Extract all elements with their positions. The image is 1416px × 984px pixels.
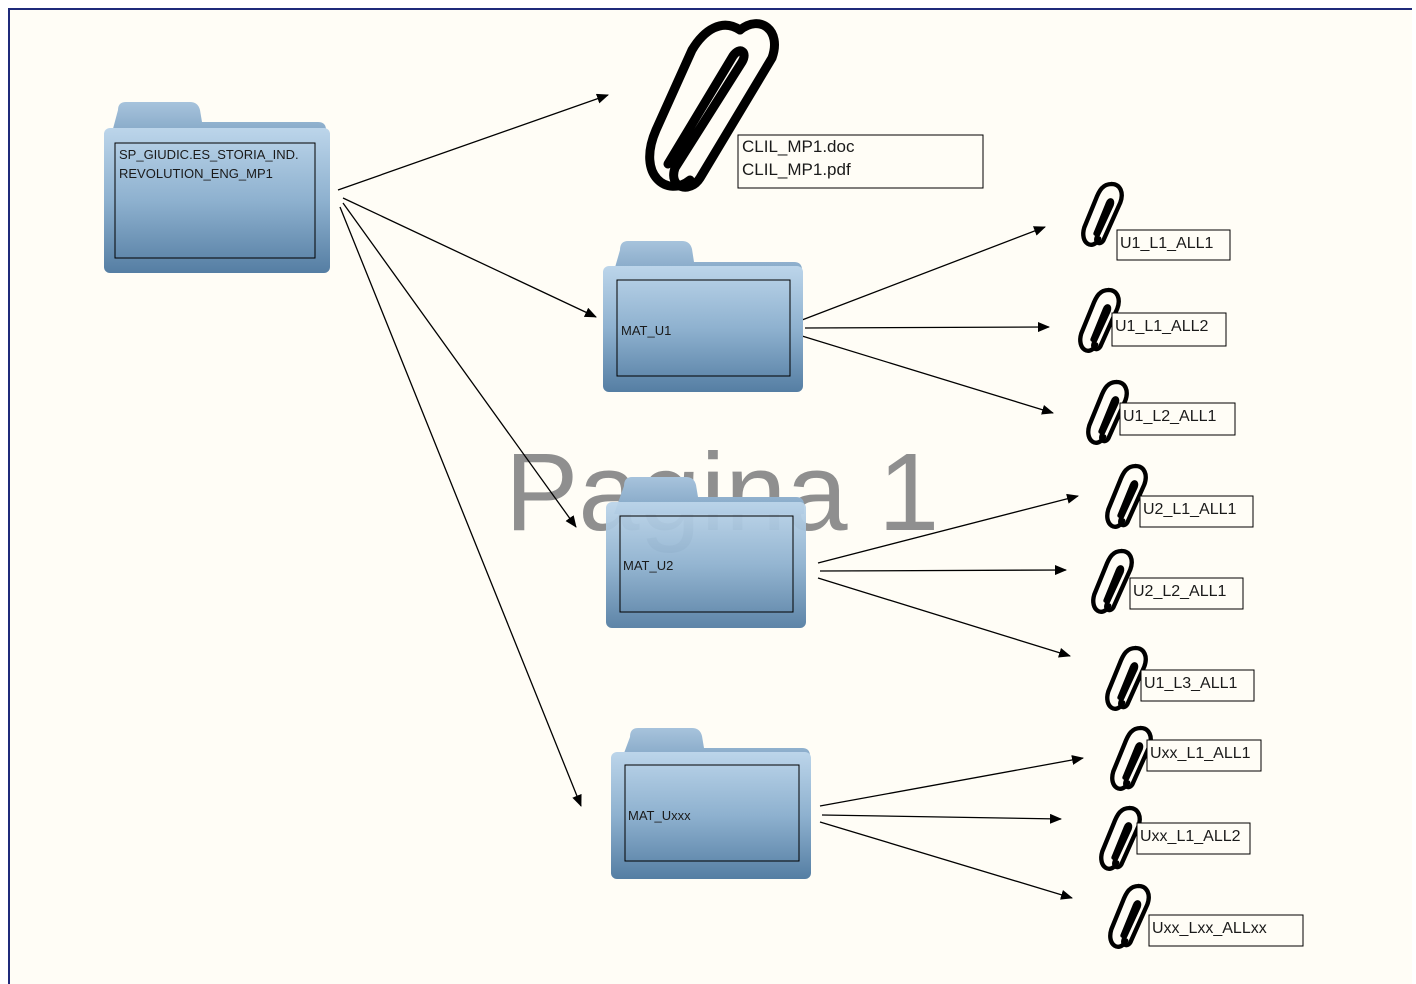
arrow-u1-file3 xyxy=(801,335,1054,415)
paperclip-icon xyxy=(1105,645,1148,711)
arrow-to-mat-uxxx xyxy=(339,206,582,807)
arrow-u1-file1 xyxy=(801,226,1046,321)
subfolder-mat-uxxx[interactable]: MAT_Uxxx xyxy=(611,728,811,879)
subfolder-arrows xyxy=(801,226,1084,900)
root-folder-body xyxy=(104,128,330,273)
paperclip-icon xyxy=(645,19,779,192)
attachment-item[interactable]: U2_L2_ALL1 xyxy=(1091,548,1244,614)
attachment-label[interactable]: Uxx_Lxx_ALLxx xyxy=(1152,920,1267,937)
paperclip-icon xyxy=(1099,805,1142,871)
attachment-item[interactable]: Uxx_L1_ALL1 xyxy=(1110,725,1262,791)
attachment-label[interactable]: Uxx_L1_ALL1 xyxy=(1150,745,1251,762)
attachment-label-box xyxy=(1119,402,1236,436)
attachment-label-box xyxy=(1129,577,1244,610)
root-docs-box[interactable]: CLIL_MP1.doc CLIL_MP1.pdf xyxy=(737,134,984,189)
paperclip-icon xyxy=(1081,181,1124,247)
subfolder-label-box xyxy=(616,279,791,377)
root-folder-label-line2: REVOLUTION_ENG_MP1 xyxy=(119,166,273,181)
attachment-item[interactable]: U2_L1_ALL1 xyxy=(1105,463,1254,529)
root-folder-label-box xyxy=(114,142,316,259)
attachment-item[interactable]: Uxx_L1_ALL2 xyxy=(1099,805,1251,871)
arrow-to-docs xyxy=(337,93,609,191)
attachment-label[interactable]: U2_L1_ALL1 xyxy=(1143,501,1237,518)
attachment-label-box xyxy=(1146,739,1262,772)
arrow-uxxx-file2 xyxy=(821,813,1062,824)
attachment-label-box xyxy=(1148,914,1304,947)
paperclip-icon xyxy=(1078,287,1121,353)
subfolder-label-box xyxy=(624,764,800,862)
paperclip-icon xyxy=(1110,725,1153,791)
attachment-label-box xyxy=(1136,822,1251,855)
attachment-label[interactable]: U1_L3_ALL1 xyxy=(1144,675,1238,692)
arrow-u1-file2 xyxy=(804,322,1050,333)
paperclip-icon xyxy=(1108,883,1151,949)
attachment-item[interactable]: Uxx_Lxx_ALLxx xyxy=(1108,883,1304,949)
root-folder-label-line1: SP_GIUDIC.ES_STORIA_IND. xyxy=(119,147,299,162)
attachment-label[interactable]: U1_L1_ALL1 xyxy=(1120,235,1214,252)
attachment-item[interactable]: U1_L2_ALL1 xyxy=(1086,379,1236,445)
subfolder-body xyxy=(603,266,803,392)
subfolder-mat-u1[interactable]: MAT_U1 xyxy=(603,241,803,392)
arrow-u2-file2 xyxy=(819,565,1067,576)
subfolder-label: MAT_U1 xyxy=(621,323,671,338)
arrow-to-mat-u1 xyxy=(342,197,597,318)
paperclip-icon xyxy=(1091,548,1134,614)
attachment-label[interactable]: U1_L2_ALL1 xyxy=(1123,408,1217,425)
attachment-label-box xyxy=(1139,495,1254,528)
subfolder-mat-u2[interactable]: MAT_U2 xyxy=(606,477,806,628)
arrow-u2-file1 xyxy=(817,493,1079,564)
attachment-label[interactable]: U1_L1_ALL2 xyxy=(1115,318,1209,335)
paperclip-icon xyxy=(1086,379,1129,445)
attachment-label-box xyxy=(1116,229,1231,261)
arrow-uxxx-file3 xyxy=(819,821,1073,900)
doc-file-2[interactable]: CLIL_MP1.pdf xyxy=(742,160,851,179)
attachment-item[interactable]: U1_L1_ALL1 xyxy=(1081,181,1231,261)
attachment-label[interactable]: U2_L2_ALL1 xyxy=(1133,583,1227,600)
arrow-uxxx-file1 xyxy=(819,755,1084,807)
attachment-item[interactable]: U1_L1_ALL2 xyxy=(1078,287,1227,353)
attachment-label-box xyxy=(1140,669,1255,702)
attachment-files: U1_L1_ALL1U1_L1_ALL2U1_L2_ALL1U2_L1_ALL1… xyxy=(1078,181,1304,949)
paperclip-icon xyxy=(1105,463,1148,529)
subfolder-body xyxy=(606,502,806,628)
subfolder-label: MAT_U2 xyxy=(623,558,673,573)
arrow-u2-file3 xyxy=(817,577,1071,658)
attachment-item[interactable]: U1_L3_ALL1 xyxy=(1105,645,1255,711)
root-arrows xyxy=(337,93,609,807)
subfolder-body xyxy=(611,752,811,879)
attachment-label-box xyxy=(1111,312,1227,347)
doc-file-1[interactable]: CLIL_MP1.doc xyxy=(742,137,855,156)
subfolder-label: MAT_Uxxx xyxy=(628,808,691,823)
subfolder-label-box xyxy=(619,515,794,613)
arrow-to-mat-u2 xyxy=(342,202,577,528)
attachment-label[interactable]: Uxx_L1_ALL2 xyxy=(1140,828,1241,845)
root-folder[interactable]: SP_GIUDIC.ES_STORIA_IND. REVOLUTION_ENG_… xyxy=(104,102,330,273)
